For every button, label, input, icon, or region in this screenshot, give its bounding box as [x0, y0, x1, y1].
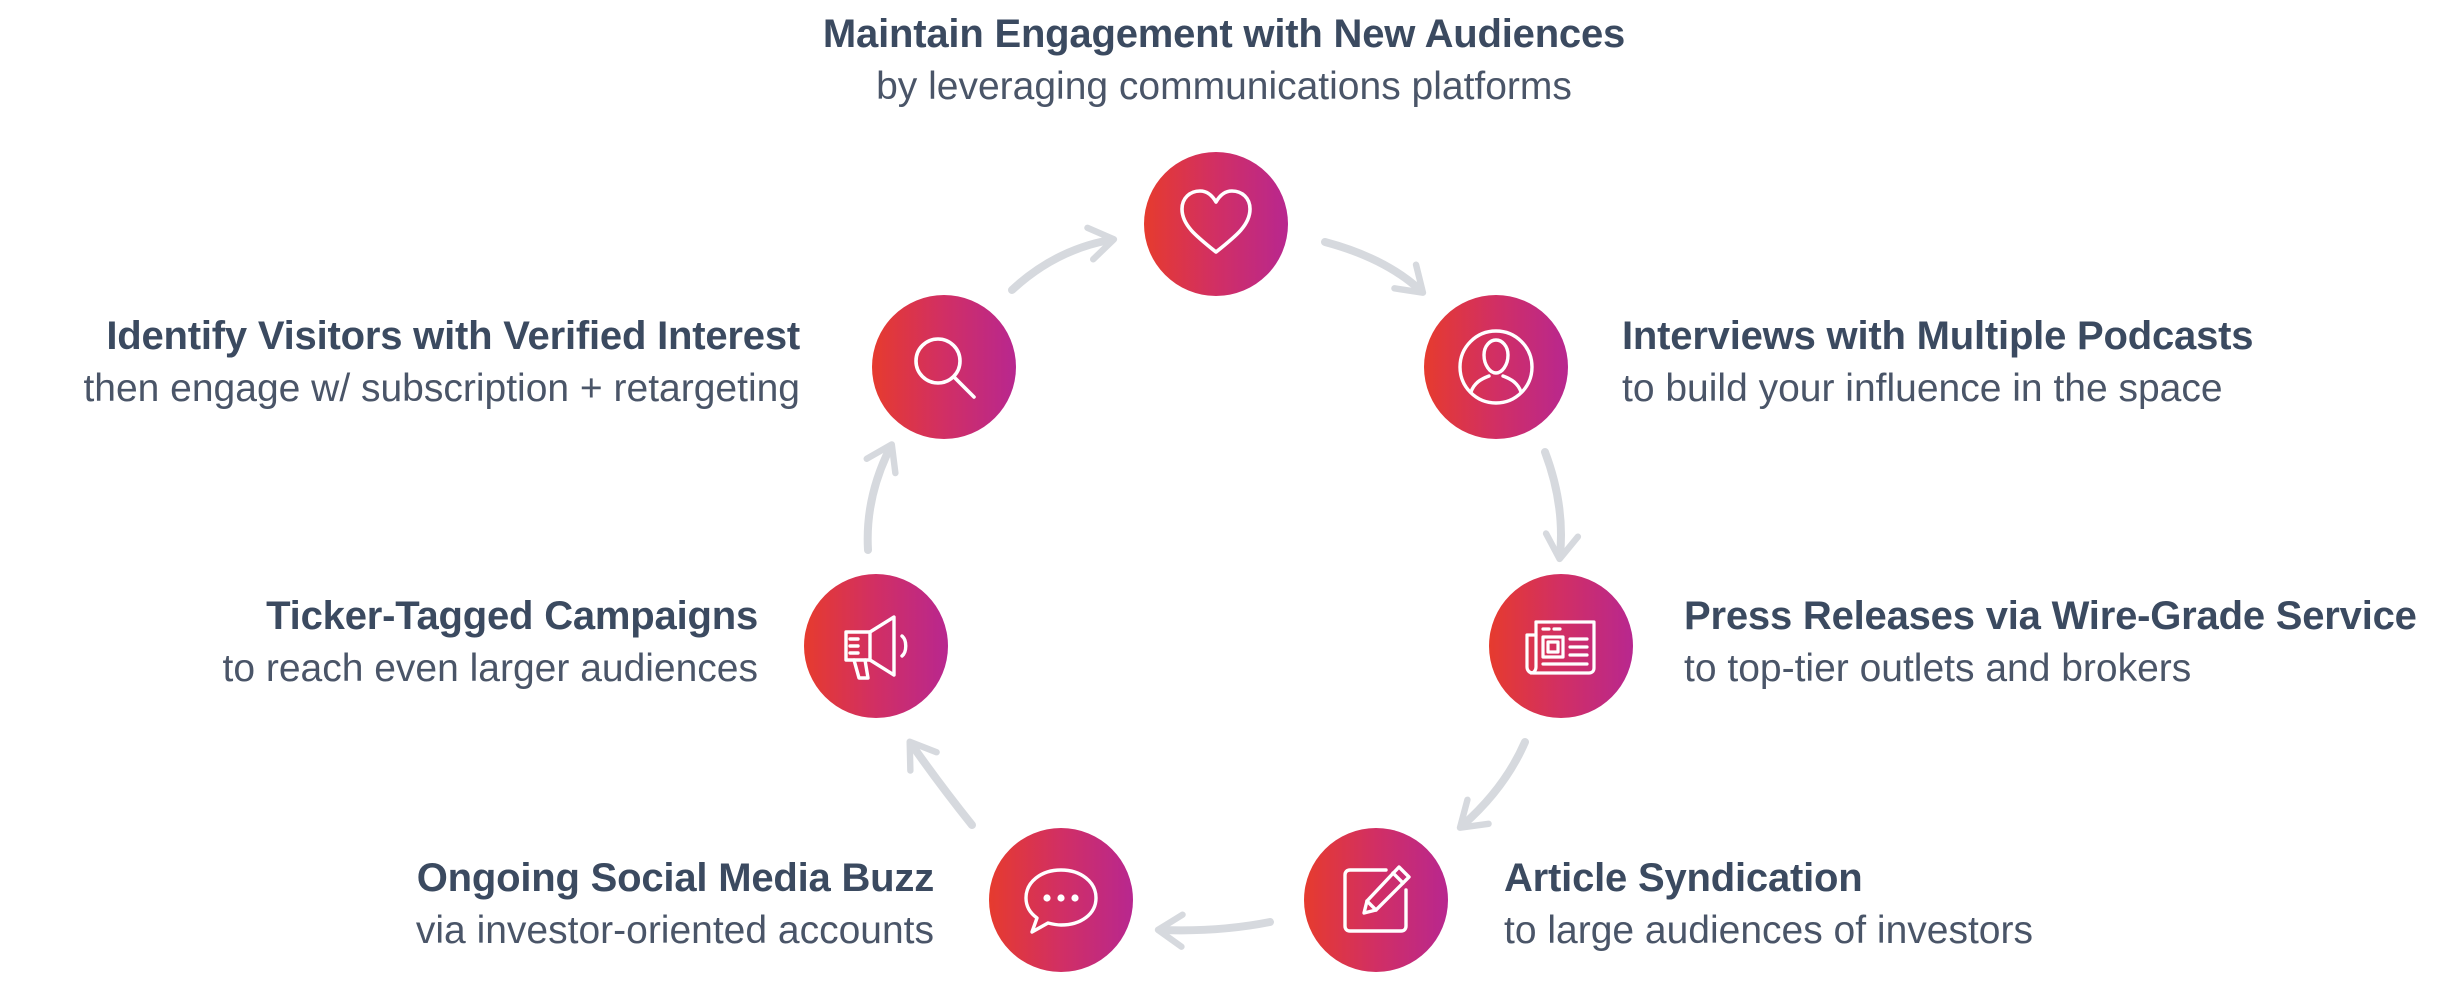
step-engagement-label: Maintain Engagement with New Audiences b…	[724, 8, 1724, 112]
visitors-node	[872, 295, 1016, 439]
step-social-label: Ongoing Social Media Buzz via investor-o…	[416, 852, 934, 956]
press-releases-node	[1489, 574, 1633, 718]
step-title: Article Syndication	[1504, 856, 1863, 900]
arrow-ticker-to-visitors	[863, 441, 899, 554]
heart-icon	[1180, 189, 1252, 254]
step-title: Ticker-Tagged Campaigns	[266, 594, 758, 638]
step-subtitle: to build your influence in the space	[1622, 366, 2223, 410]
arrow-social-to-ticker	[906, 738, 976, 829]
step-syndication-label: Article Syndication to large audiences o…	[1504, 852, 2033, 956]
podcasts-node	[1424, 295, 1568, 439]
step-title: Maintain Engagement with New Audiences	[822, 12, 1626, 56]
arrow-podcasts-to-press	[1541, 448, 1582, 563]
chat-bubble-icon	[1024, 868, 1098, 934]
edit-icon	[1343, 865, 1411, 933]
arrow-press-to-syndication	[1456, 738, 1529, 831]
step-subtitle: to top-tier outlets and brokers	[1684, 646, 2192, 690]
arrow-heart-to-podcasts	[1321, 238, 1427, 296]
step-subtitle: by leveraging communications platforms	[876, 64, 1572, 108]
step-title: Interviews with Multiple Podcasts	[1622, 314, 2254, 358]
step-subtitle: to reach even larger audiences	[222, 646, 758, 690]
arrow-syndication-to-social	[1154, 911, 1274, 950]
ticker-campaigns-node	[804, 574, 948, 718]
step-subtitle: to large audiences of investors	[1504, 908, 2033, 952]
step-subtitle: via investor-oriented accounts	[415, 908, 934, 952]
step-podcasts-label: Interviews with Multiple Podcasts to bui…	[1622, 310, 2254, 414]
arrow-visitors-to-heart	[1008, 224, 1118, 294]
search-icon	[914, 337, 976, 399]
syndication-node	[1304, 828, 1448, 972]
megaphone-icon	[844, 615, 908, 680]
step-title: Ongoing Social Media Buzz	[416, 856, 934, 900]
step-ticker-label: Ticker-Tagged Campaigns to reach even la…	[222, 590, 758, 694]
step-visitors-label: Identify Visitors with Verified Interest…	[83, 310, 800, 414]
social-media-node	[989, 828, 1133, 972]
step-title: Press Releases via Wire-Grade Service	[1684, 594, 2417, 638]
person-icon	[1458, 329, 1534, 405]
step-subtitle: then engage w/ subscription + retargetin…	[83, 366, 800, 410]
newspaper-icon	[1525, 620, 1596, 675]
step-press-label: Press Releases via Wire-Grade Service to…	[1684, 590, 2417, 694]
engagement-node	[1144, 152, 1288, 296]
step-title: Identify Visitors with Verified Interest	[106, 314, 800, 358]
